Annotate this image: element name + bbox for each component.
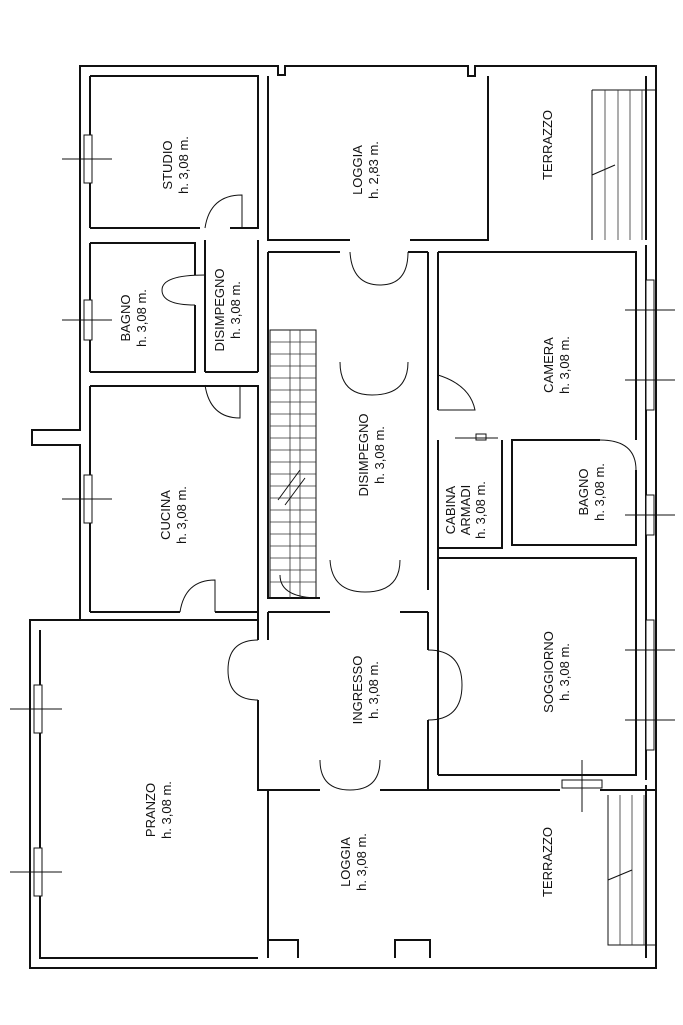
room-label-soggiorno: SOGGIORNO h. 3,08 m. bbox=[541, 631, 572, 713]
room-name: CABINA bbox=[443, 485, 458, 534]
room-label-terrazzo-top: TERRAZZO bbox=[540, 110, 555, 180]
room-height: h. 3,08 m. bbox=[557, 643, 572, 701]
room-height: h. 3,08 m. bbox=[174, 486, 189, 544]
room-name: DISIMPEGNO bbox=[212, 268, 227, 351]
room-label-loggia-top: LOGGIA h. 2,83 m. bbox=[350, 141, 381, 199]
room-height: h. 3,08 m. bbox=[228, 281, 243, 339]
room-name: BAGNO bbox=[576, 469, 591, 516]
room-name-2: ARMADI bbox=[458, 485, 473, 536]
room-name: TERRAZZO bbox=[540, 110, 555, 180]
room-height: h. 3,08 m. bbox=[176, 136, 191, 194]
room-height: h. 3,08 m. bbox=[354, 833, 369, 891]
room-name: STUDIO bbox=[160, 140, 175, 189]
room-height: h. 3,08 m. bbox=[372, 426, 387, 484]
room-name: TERRAZZO bbox=[540, 827, 555, 897]
room-label-terrazzo-bottom: TERRAZZO bbox=[540, 827, 555, 897]
room-name: CAMERA bbox=[541, 337, 556, 393]
room-name: BAGNO bbox=[118, 295, 133, 342]
room-label-disimpegno-1: DISIMPEGNO h. 3,08 m. bbox=[212, 268, 243, 351]
terrace-stairs-bottom bbox=[607, 795, 656, 946]
room-label-bagno-2: BAGNO h. 3,08 m. bbox=[576, 463, 607, 521]
room-label-pranzo: PRANZO h. 3,08 m. bbox=[143, 781, 174, 839]
room-height: h. 3,08 m. bbox=[134, 289, 149, 347]
room-height: h. 2,83 m. bbox=[366, 141, 381, 199]
room-name: PRANZO bbox=[143, 783, 158, 837]
room-height: h. 3,08 m. bbox=[557, 336, 572, 394]
doors bbox=[161, 194, 637, 791]
room-label-cucina: CUCINA h. 3,08 m. bbox=[158, 486, 189, 544]
interior-walls bbox=[40, 75, 656, 958]
room-name: LOGGIA bbox=[338, 837, 353, 887]
room-label-camera: CAMERA h. 3,08 m. bbox=[541, 336, 572, 394]
room-name: CUCINA bbox=[158, 490, 173, 540]
staircase bbox=[269, 329, 317, 599]
room-name: LOGGIA bbox=[350, 145, 365, 195]
room-height: h. 3,08 m. bbox=[473, 481, 488, 539]
windows bbox=[10, 134, 675, 897]
terrace-stairs-top bbox=[591, 89, 656, 240]
room-label-loggia-bottom: LOGGIA h. 3,08 m. bbox=[338, 833, 369, 891]
room-label-disimpegno-2: DISIMPEGNO h. 3,08 m. bbox=[356, 413, 387, 496]
closet-rail bbox=[455, 433, 498, 441]
room-label-studio: STUDIO h. 3,08 m. bbox=[160, 136, 191, 194]
room-height: h. 3,08 m. bbox=[159, 781, 174, 839]
room-label-cabina: CABINA ARMADI h. 3,08 m. bbox=[443, 481, 488, 539]
outer-walls bbox=[29, 65, 657, 969]
room-label-ingresso: INGRESSO h. 3,08 m. bbox=[350, 656, 381, 725]
room-height: h. 3,08 m. bbox=[366, 661, 381, 719]
room-height: h. 3,08 m. bbox=[592, 463, 607, 521]
room-name: DISIMPEGNO bbox=[356, 413, 371, 496]
room-label-bagno-1: BAGNO h. 3,08 m. bbox=[118, 289, 149, 347]
room-name: SOGGIORNO bbox=[541, 631, 556, 713]
room-name: INGRESSO bbox=[350, 656, 365, 725]
